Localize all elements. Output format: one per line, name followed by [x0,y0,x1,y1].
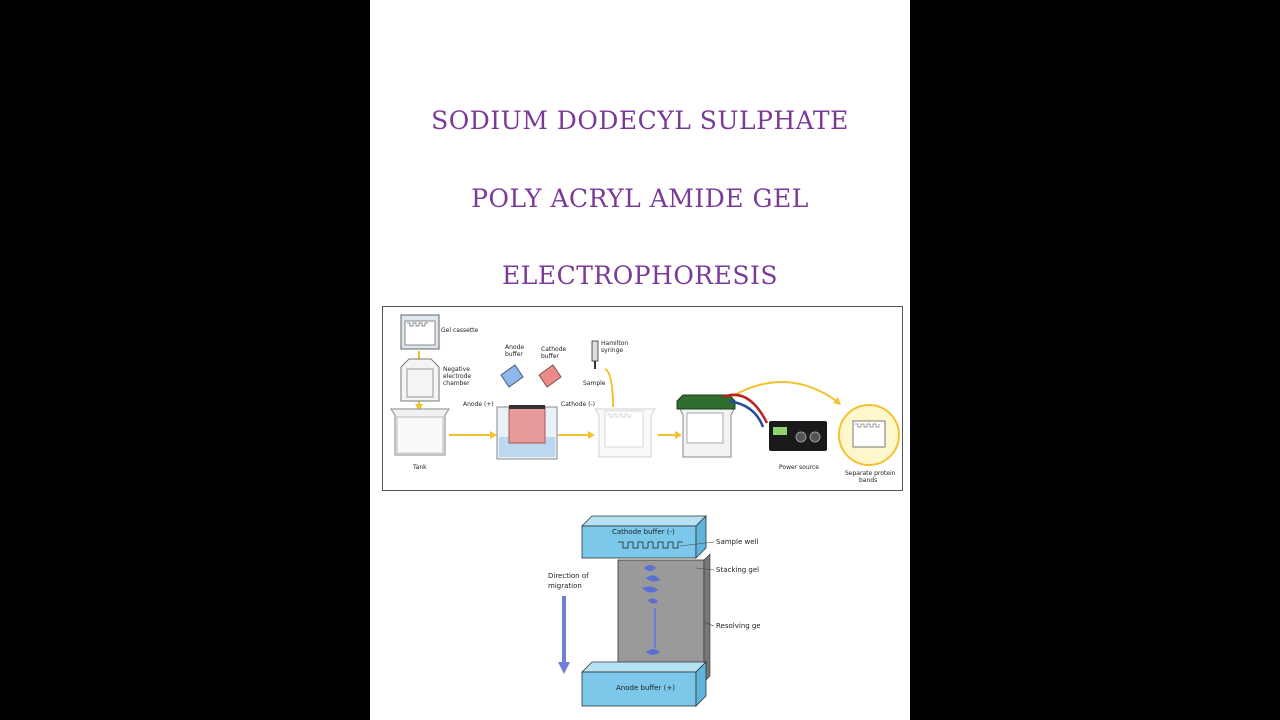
label-negative-3: chamber [443,380,470,387]
label-hamilton-2: syringe [601,347,623,354]
cathode-buffer-chamber [581,515,707,559]
tank-icon [390,408,450,456]
label-power-source: Power source [779,464,819,471]
label-anode-buffer-1: Anode [505,344,524,351]
buffer-tank-icon [496,405,558,460]
label-cathode-buffer-2: buffer [541,353,559,360]
label-direction-1: Direction of [548,572,589,580]
power-source-icon [769,421,827,451]
hamilton-syringe-icon [591,340,614,408]
title-line-3: ELECTROPHORESIS [501,261,779,290]
gel-svg: Cathode buffer (-) Anode buffer (+) Samp… [548,515,763,707]
label-cathode-buffer-1: Cathode [541,346,567,353]
label-anode-buffer-2: buffer [505,351,523,358]
direction-arrow-icon [558,596,570,674]
protein-bands [642,565,660,655]
label-tank: Tank [412,464,427,471]
label-sample: Sample [583,380,606,387]
vertical-gel-diagram: Cathode buffer (-) Anode buffer (+) Samp… [530,512,763,712]
label-cathode: Cathode (-) [561,401,595,408]
anode-buffer-chamber [581,661,707,707]
workflow-svg: Gel cassette Negative electrode chamber … [390,314,900,484]
cathode-buffer-bottle-icon [538,364,562,388]
label-direction-2: migration [548,582,582,590]
label-gel-cassette: Gel cassette [441,327,479,334]
slide-page: SODIUM DODECYL SULPHATE POLY ACRYL AMIDE… [370,0,910,720]
label-negative-2: electrode [443,373,472,380]
label-resolving-gel: Resolving gel [716,622,760,630]
label-separate-2: bands [859,477,877,484]
label-stacking-gel: Stacking gel [716,566,759,574]
label-negative-1: Negative [443,366,470,373]
label-hamilton-1: Hamilton [601,340,628,347]
title-line-2: POLY ACRYL AMIDE GEL [471,184,809,213]
running-tank-icon [676,393,769,458]
label-anode-buffer: Anode buffer (+) [616,684,675,692]
label-sample-well: Sample well [716,538,758,546]
loading-tank-icon [594,408,656,458]
label-separate-1: Separate protein [845,470,896,477]
title-line-1: SODIUM DODECYL SULPHATE [431,106,849,135]
electrode-chamber-icon [400,358,440,402]
label-anode: Anode (+) [463,401,494,408]
gel-cassette-icon [400,314,440,350]
separated-bands-icon [838,404,900,466]
anode-buffer-bottle-icon [500,364,524,388]
label-cathode-buffer: Cathode buffer (-) [612,528,675,536]
sds-page-workflow-diagram: Gel cassette Negative electrode chamber … [382,306,903,491]
